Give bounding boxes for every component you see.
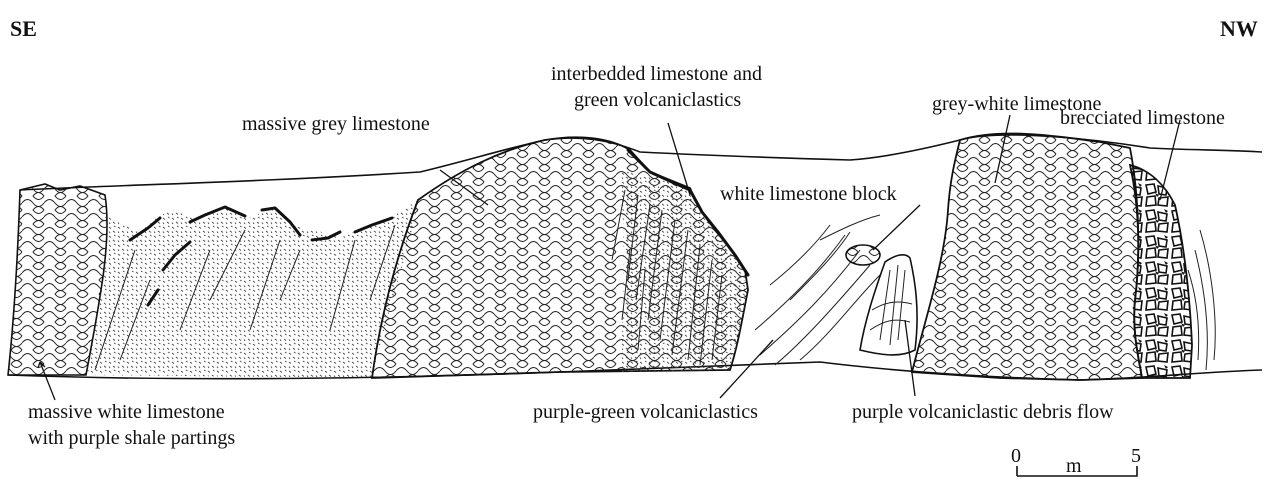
grey-white-limestone-body	[912, 134, 1142, 380]
label-massive-white-line1: massive white limestone	[28, 401, 225, 423]
label-white-block: white limestone block	[720, 183, 897, 205]
label-purple-green: purple-green volcaniclastics	[533, 401, 758, 423]
scale-bar-unit: m	[1066, 455, 1082, 477]
label-massive-white-line2: with purple shale partings	[28, 427, 235, 449]
label-brecciated: brecciated limestone	[1060, 107, 1225, 129]
leader-white-block	[873, 205, 920, 250]
debris-flow-streaks	[870, 265, 912, 345]
label-debris-flow: purple volcaniclastic debris flow	[852, 401, 1114, 423]
scale-bar: 0 m 5	[1011, 445, 1141, 477]
leader-debris-flow	[905, 320, 915, 396]
scale-bar-start: 0	[1011, 445, 1021, 467]
label-massive-grey: massive grey limestone	[242, 113, 430, 135]
scale-bar-end: 5	[1131, 445, 1141, 467]
debris-flow-lobe	[860, 255, 917, 355]
orientation-se-label: SE	[10, 16, 37, 41]
label-interbedded-line2: green volcaniclastics	[574, 89, 741, 111]
orientation-nw-label: NW	[1220, 16, 1258, 41]
leader-brecciated	[1160, 120, 1180, 200]
label-interbedded-line1: interbedded limestone and	[551, 63, 762, 85]
